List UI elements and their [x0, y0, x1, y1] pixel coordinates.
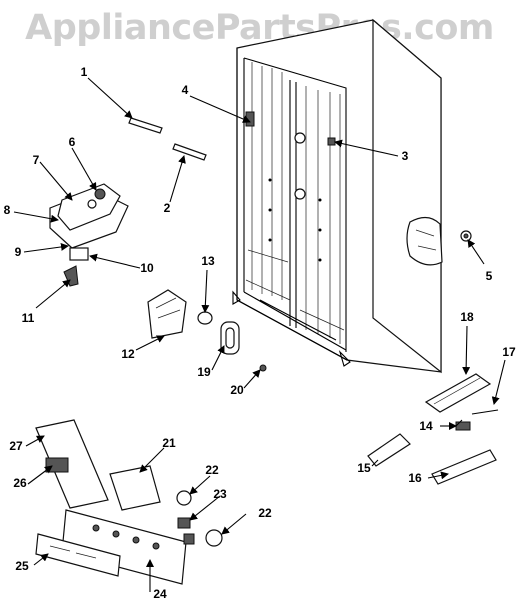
callout-16: 16: [408, 471, 422, 485]
callout-14: 14: [419, 419, 433, 433]
screw-part-20: [259, 364, 267, 372]
callout-5: 5: [486, 269, 493, 283]
cover-part-12: [147, 289, 187, 339]
callout-22: 22: [205, 463, 219, 477]
callout-7: 7: [33, 153, 40, 167]
callout-17: 17: [502, 345, 516, 359]
wire-part-17: [471, 409, 499, 415]
callout-3: 3: [402, 149, 409, 163]
bracket-part-21: [109, 465, 161, 511]
callout-4: 4: [182, 83, 189, 97]
callout-27: 27: [9, 439, 23, 453]
callout-1: 1: [81, 65, 88, 79]
shelf-bracket: [245, 111, 255, 127]
cover-part-27: [35, 419, 109, 509]
hinge-detail: [294, 188, 306, 200]
callout-19: 19: [197, 365, 211, 379]
callout-20: 20: [230, 383, 244, 397]
callout-2: 2: [164, 201, 171, 215]
tube-part-2: [172, 143, 207, 161]
leader-lines: [13, 77, 506, 592]
bracket-part-16: [431, 449, 497, 485]
thermostat-part-6: [94, 188, 106, 200]
bulb-part-13: [197, 311, 213, 325]
control-assembly-upper: [49, 183, 129, 287]
callout-10: 10: [140, 261, 154, 275]
hinge-detail: [294, 132, 306, 144]
callout-24: 24: [153, 587, 167, 600]
callout-25: 25: [15, 559, 29, 573]
callout-18: 18: [460, 310, 474, 324]
filter-part-15: [367, 433, 411, 467]
side-plate: [406, 216, 443, 266]
callout-6: 6: [69, 135, 76, 149]
callout-12: 12: [121, 347, 135, 361]
callout-13: 13: [201, 254, 215, 268]
cabinet-clip: [327, 137, 336, 146]
callout-26: 26: [13, 476, 27, 490]
callout-15: 15: [357, 461, 371, 475]
overlay-part-25: [35, 533, 121, 577]
callout-22-b: 22: [258, 506, 272, 520]
callout-9: 9: [15, 245, 22, 259]
callout-8: 8: [4, 203, 11, 217]
bracket-part-18: [424, 373, 492, 413]
bulb-part-22: [176, 490, 192, 506]
bulb-part-22-b: [205, 529, 223, 547]
callout-labels: 1 2 3 4 5 6 7 8 9 10 11 12 13 14 15 16 1…: [4, 65, 516, 600]
callout-21: 21: [162, 436, 176, 450]
callout-23: 23: [213, 487, 227, 501]
control-part-10: [69, 247, 89, 261]
refrigerator-cabinet: [232, 18, 443, 374]
tube-part-1: [128, 117, 163, 134]
callout-11: 11: [22, 311, 35, 325]
control-assembly-lower: [35, 419, 223, 585]
watermark: AppliancePartsPros.com: [25, 8, 494, 48]
socket-part-23: [177, 517, 191, 529]
module-part-26: [45, 457, 69, 473]
